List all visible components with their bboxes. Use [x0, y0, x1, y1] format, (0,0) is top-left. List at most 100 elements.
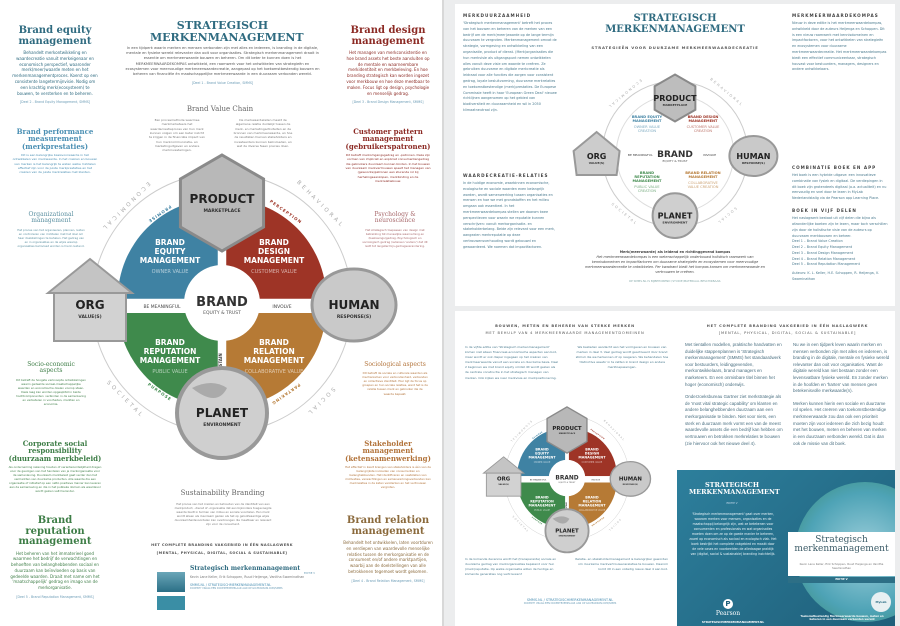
poster-title: STRATEGISCH MERKENMANAGEMENT — [150, 19, 304, 44]
quadrant-label: MANAGEMENT — [528, 504, 556, 508]
quadrant-label: DESIGN — [585, 451, 600, 455]
societal-label: SOCIETAL — [105, 380, 145, 420]
authors: Auteurs: K. L. Keller, H.E. Schoppen, R.… — [792, 271, 879, 281]
col-waardecreatie: WAARDECREATIE-RELATIES In de huidige eco… — [463, 172, 558, 251]
quadrant-value: CUSTOMER VALUE — [582, 461, 603, 464]
org-label: ORG — [75, 298, 104, 312]
flyer-subtitle: STRATEGIEËN VOOR DUURZAME MERKMEERWAARDE… — [591, 45, 759, 50]
book-url[interactable]: SMMS.NL / STRATEGISCHMERKENMANAGEMENT.NL — [190, 583, 272, 588]
section-source: [Deel 3 - Brand Design Management, SMMS] — [352, 100, 424, 105]
section-customer-pattern: Customer pattern management (gebruikersp… — [345, 128, 431, 183]
product-sublabel: MARKETPLACE — [203, 208, 240, 214]
behavioral-label: BEHAVIORAL — [295, 180, 345, 230]
be-meaningful-label: BE MEANINGFUL — [530, 478, 547, 481]
section-brand-equity: Brand equity management Behandelt merkon… — [12, 25, 98, 105]
section-title: Organizational management — [28, 211, 74, 225]
planet-label: PLANET — [555, 529, 579, 535]
be-meaningful-label: BE MEANINGFUL — [628, 153, 653, 157]
section-title: Brand performance measurement (merkprest… — [16, 127, 94, 151]
planet-sublabel: ENVIRONMENT — [663, 221, 689, 225]
product-label: PRODUCT — [190, 192, 256, 206]
section-text: Behandelt het ontwikkelen, laten voortdu… — [343, 540, 433, 574]
human-sublabel: RESPONSE(S) — [742, 161, 766, 165]
section-text: Het beheren van het immaterieel goed waa… — [10, 550, 100, 591]
org-sublabel: VALUE(S) — [589, 161, 605, 165]
perception-label: PERCEPTION — [590, 429, 605, 441]
promise-label: PROMISE — [531, 430, 543, 439]
paragraph: Onderzoeksbureau Gartner ziet merkstrate… — [685, 394, 783, 446]
section-brand-reputation: Brand reputation management Het beheren … — [8, 515, 102, 599]
paragraph: Merken kunnen hierin een sociale en duur… — [793, 400, 887, 446]
quadrant-value: COLLABORATIVE VALUE — [579, 509, 606, 512]
section-title: Stakeholder management (ketensamenwerkin… — [345, 439, 431, 463]
involve-label: INVOLVE — [272, 304, 291, 310]
section-stakeholder: Stakeholder management (ketensamenwerkin… — [344, 440, 432, 489]
quadrant-value: COLLABORATIVE VALUE — [245, 369, 304, 375]
poster-intro: In een tijdperk waarin merken en mensen … — [125, 46, 320, 86]
purpose-label: PURPOSE — [531, 517, 543, 526]
section-text: Dit is een belangrijke basisvoorwaarde i… — [12, 153, 98, 175]
text-block: In de komende decennia wordt het (transp… — [465, 557, 557, 577]
intro-source: [Deel 1 - Brand Value Creation, SMMS] — [191, 81, 254, 86]
section-text: Dit betreft de sociale en culturele waar… — [362, 371, 428, 396]
cover-back-edition: EDITIE V — [726, 502, 738, 505]
col-text: Het boek is een hybride uitgave: een inn… — [792, 173, 887, 201]
involve-label: INVOLVE — [703, 153, 716, 157]
quadrant-label: BRAND DESIGN MANAGEMENT — [687, 115, 719, 123]
col-merkduurzaamheid: MERKDUURZAAMHEID 'Strategisch merkenmana… — [463, 12, 558, 114]
continent-shape — [192, 383, 227, 398]
quadrant-value: COLLABORATIVE VALUE CREATION — [687, 181, 719, 189]
col-text: Het naslagwerk bestaat uit vijf delen di… — [792, 216, 888, 238]
caption-footer: OP SMMS.NL IS BIJBEHOREND (STUDIE)MATERI… — [628, 278, 722, 283]
section-brand-design: Brand design management Het managen van … — [345, 25, 431, 105]
product-label: PRODUCT — [653, 94, 697, 103]
quadrant-label: MANAGEMENT — [578, 456, 606, 460]
planet-label: PLANET — [196, 406, 249, 420]
quadrant-label: RELATION — [583, 499, 602, 503]
col-text: 'Strategisch merkenmanagement' betreft h… — [463, 21, 557, 112]
quadrant-q2: BRAND DESIGN MANAGEMENT CUSTOMER VALUE CR… — [686, 115, 720, 133]
book-cover: STRATEGISCH MERKENMANAGEMENT EDITIE V 'S… — [677, 470, 895, 626]
brand-sublabel: EQUITY & TRUST — [662, 159, 687, 163]
brand-label: BRAND — [657, 150, 693, 160]
org-building-body — [53, 292, 127, 342]
col-heading: WAARDECREATIE-RELATIES — [463, 173, 549, 178]
section-source: [Deel 2 - Brand Equity Management, SMMS] — [19, 100, 91, 105]
text-block: Relatie- en stakeholdermanagement is bel… — [575, 557, 668, 572]
section-brand-performance: Brand performance measurement (merkprest… — [12, 128, 98, 175]
product-cube-icon — [546, 406, 588, 454]
col-text: In de huidige economie, waarbinnen econo… — [463, 181, 556, 249]
mylab-badge: MyLab — [871, 592, 891, 612]
quadrant-value: PUBLIC VALUE — [152, 369, 187, 375]
sustainability-text: Het proces van het creëren en behouden v… — [174, 502, 272, 527]
product-cube-icon — [178, 153, 266, 253]
section-title: Brand reputation management — [18, 515, 92, 547]
section-socio-economic: Socio-economic aspects Dit betreft de ho… — [16, 361, 86, 406]
col-boek-app: COMBINATIE BOEK EN APP Het boek is een h… — [792, 164, 888, 283]
section-title: Socio-economic aspects — [27, 361, 75, 375]
section-text: Dit betreft de hoogste verknoopte ontwik… — [16, 377, 86, 406]
section-heading: BOUWEN, METEN EN BEHEREN VAN STERKE MERK… — [495, 324, 635, 328]
quadrant-label: BRAND — [535, 495, 549, 499]
societal-label: SOCIETAL — [511, 515, 530, 534]
product-label: PRODUCT — [552, 426, 581, 432]
section-subheading: [MENTAL, PHYSICAL, DIGITAL, SOCIAL & SUS… — [718, 331, 857, 335]
tagline-sub: [MENTAL, PHYSICAL, DIGITAL, SOCIAL & SUS… — [156, 551, 288, 555]
human-label: HUMAN — [736, 152, 770, 161]
cover-front-panel — [788, 532, 895, 576]
col-kompas: MERKMEERWAARDEKOMPAS Nieuw in deze editi… — [792, 12, 888, 73]
quadrant-value: PUBLIC VALUE CREATION — [634, 185, 660, 193]
footer-url[interactable]: SMMS.NL / STRATEGISCHMERKENMANAGEMENT.NL — [526, 598, 614, 602]
social-label: SOCIAL — [305, 386, 336, 417]
continent-shape — [552, 516, 570, 524]
org-building-icon — [45, 257, 135, 294]
quadrant-label: RELATION — [253, 347, 294, 356]
sustain-label: SUSTAIN — [218, 353, 223, 372]
social-label: SOCIAL — [716, 206, 738, 225]
human-sublabel: RESPONSE(S) — [337, 314, 371, 320]
quadrant-value: CUSTOMER VALUE CREATION — [686, 125, 720, 133]
col-heading: COMBINATIE BOEK EN APP — [792, 165, 877, 170]
